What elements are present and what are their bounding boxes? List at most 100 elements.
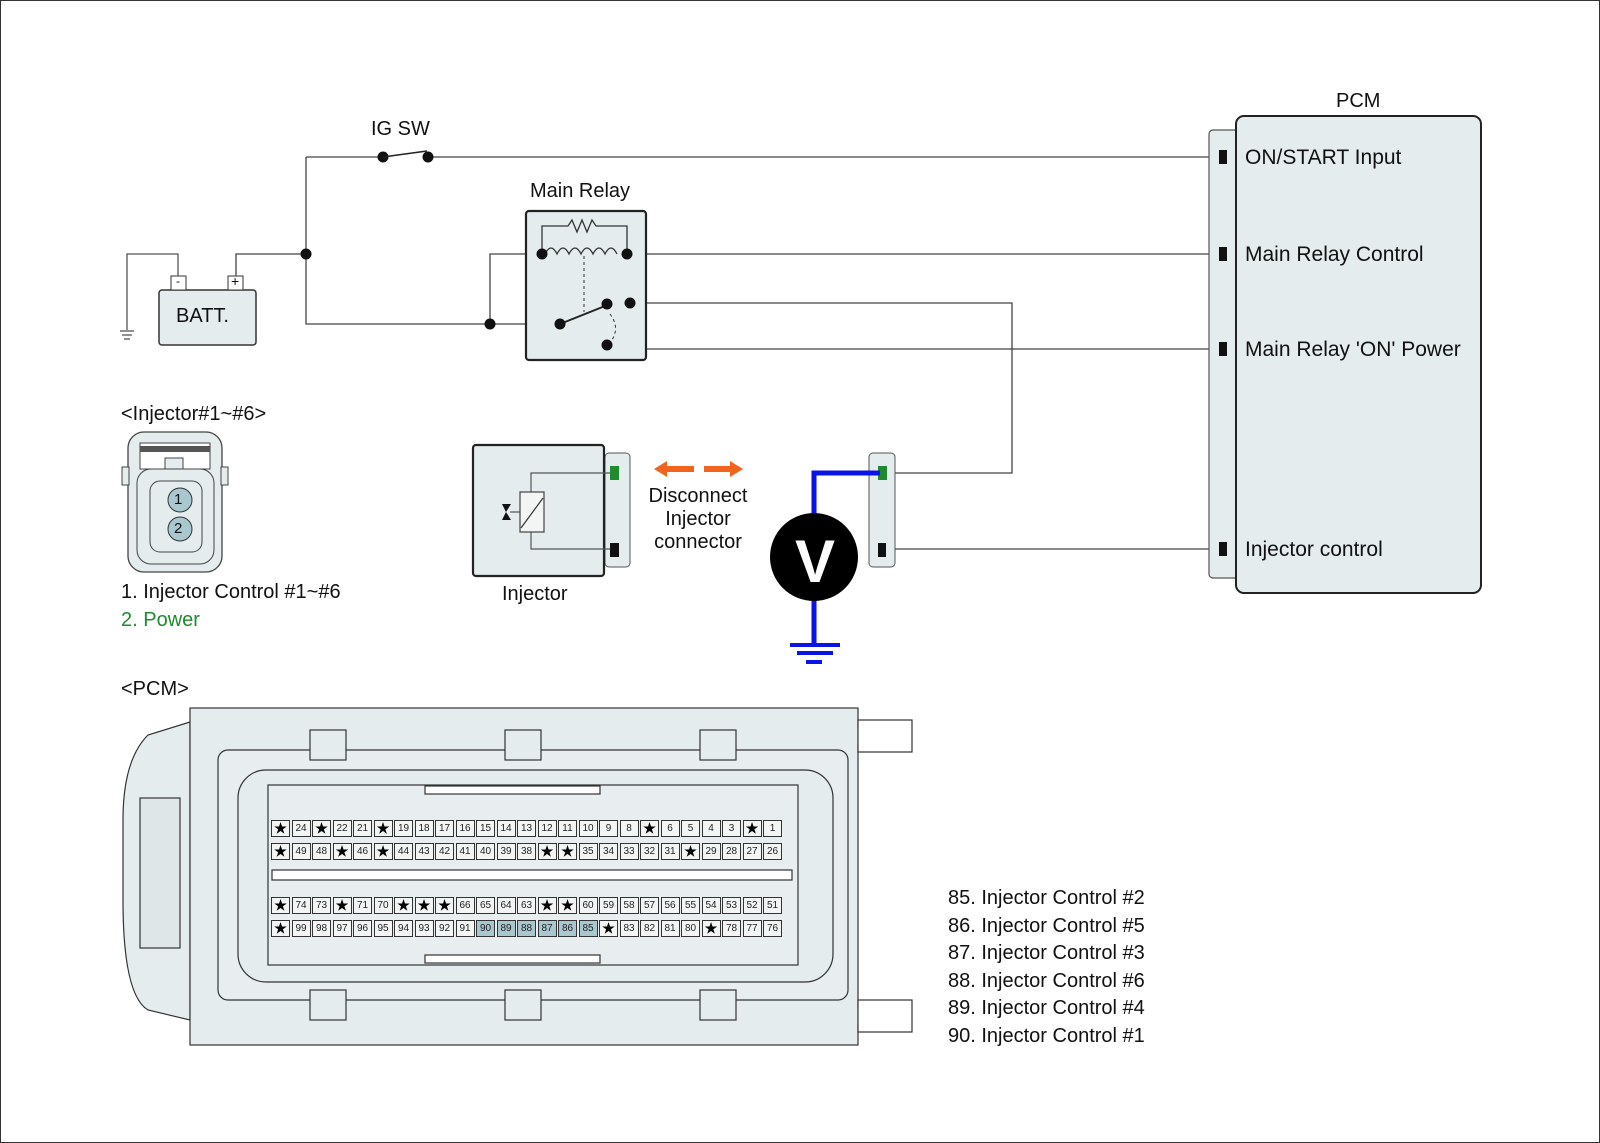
pin-legend-item: 86. Injector Control #5 (948, 914, 1145, 937)
pcm-pin-46: 46 (353, 843, 372, 860)
pcm-pin-8: 8 (619, 820, 639, 837)
pcm-block-title: PCM (1336, 90, 1381, 112)
pcm-block (1208, 115, 1482, 594)
pin-legend-item: 89. Injector Control #4 (948, 997, 1145, 1019)
pcm-pin-49: 49 (291, 843, 311, 860)
pcm-pin-58: 58 (619, 897, 639, 914)
pcm-pin-34: 34 (599, 843, 618, 860)
pcm-pin-92: 92 (435, 920, 454, 937)
pcm-pin-95: 95 (373, 920, 393, 937)
pcm-pin-59: 59 (599, 897, 618, 914)
pcm-pin-unused: ★ (312, 820, 331, 837)
pcm-pin-unused: ★ (271, 897, 290, 914)
pcm-pin-unused: ★ (394, 897, 413, 914)
pcm-pin-56: 56 (660, 897, 680, 914)
pcm-pin-99: 99 (291, 920, 311, 937)
pcm-pin-82: 82 (640, 920, 659, 937)
battery (158, 275, 257, 346)
injector-legend-2: 2. Power (121, 609, 200, 631)
pin-legend-item: 88. Injector Control #6 (948, 969, 1145, 992)
pcm-pin-93: 93 (414, 920, 434, 937)
pcm-connector-housing (122, 707, 913, 1046)
pcm-pin-32: 32 (640, 843, 659, 860)
pcm-pin-91: 91 (455, 920, 475, 937)
pcm-pin-78: 78 (722, 920, 741, 937)
pcm-pin-28: 28 (722, 843, 741, 860)
pcm-pin-76: 76 (763, 920, 782, 937)
pcm-pin-43: 43 (414, 843, 434, 860)
pcm-pin-73: 73 (312, 897, 331, 914)
main-relay (524, 209, 648, 362)
pcm-pin-1: 1 (763, 820, 782, 837)
pcm-pin-9: 9 (599, 820, 618, 837)
pcm-pin-80: 80 (681, 920, 700, 937)
pcm-pin-unused: ★ (435, 897, 454, 914)
pcm-pin-97: 97 (332, 920, 352, 937)
pcm-pin-unused: ★ (701, 920, 721, 937)
pcm-pin-42: 42 (435, 843, 454, 860)
pcm-pin-unused: ★ (271, 920, 290, 937)
pcm-terminal-injector-control: Injector control (1245, 538, 1383, 561)
pcm-terminal-on-start-input: ON/START Input (1245, 146, 1402, 169)
battery-ground-icon (120, 253, 179, 340)
battery-label: BATT. (176, 305, 229, 327)
pcm-pin-88: 88 (517, 920, 536, 937)
injector-pin-1: 1 (174, 491, 183, 508)
pcm-pin-3: 3 (722, 820, 741, 837)
pcm-pin-5: 5 (681, 820, 700, 837)
pcm-pin-unused: ★ (537, 897, 557, 914)
ig-switch-label: IG SW (371, 118, 430, 140)
pcm-pin-96: 96 (353, 920, 372, 937)
pcm-pin-89: 89 (496, 920, 516, 937)
pcm-pin-65: 65 (476, 897, 495, 914)
pcm-pin-35: 35 (578, 843, 598, 860)
voltmeter-icon (770, 470, 880, 664)
pcm-pin-unused: ★ (373, 820, 393, 837)
pcm-pin-18: 18 (414, 820, 434, 837)
pcm-pin-4: 4 (701, 820, 721, 837)
pcm-pin-83: 83 (619, 920, 639, 937)
pcm-pin-24: 24 (291, 820, 311, 837)
pcm-pin-33: 33 (619, 843, 639, 860)
disconnect-note-line: Disconnect (648, 485, 748, 507)
pcm-pin-unused: ★ (599, 920, 618, 937)
pcm-pin-10: 10 (578, 820, 598, 837)
pcm-pin-legend: 85. Injector Control #2 86. Injector Con… (948, 885, 1145, 1050)
pcm-pin-48: 48 (312, 843, 331, 860)
pcm-pin-31: 31 (660, 843, 680, 860)
pcm-pin-unused: ★ (640, 820, 659, 837)
pcm-pin-55: 55 (681, 897, 700, 914)
pcm-pin-12: 12 (537, 820, 557, 837)
pcm-pin-21: 21 (353, 820, 372, 837)
pcm-pin-87: 87 (537, 920, 557, 937)
pcm-pin-60: 60 (578, 897, 598, 914)
harness-connector (868, 452, 896, 568)
battery-positive-label: + (231, 273, 240, 289)
injector-component (471, 443, 631, 578)
pcm-pin-22: 22 (332, 820, 352, 837)
pcm-pin-51: 51 (763, 897, 782, 914)
pcm-pin-63: 63 (517, 897, 536, 914)
injector-label: Injector (502, 583, 568, 605)
pcm-pin-38: 38 (517, 843, 536, 860)
pcm-pin-86: 86 (558, 920, 577, 937)
pcm-pin-unused: ★ (537, 843, 557, 860)
pcm-pin-71: 71 (353, 897, 372, 914)
pcm-pin-17: 17 (435, 820, 454, 837)
pin-legend-item: 87. Injector Control #3 (948, 942, 1145, 964)
pcm-pin-14: 14 (496, 820, 516, 837)
pcm-pin-77: 77 (742, 920, 762, 937)
pcm-pin-unused: ★ (271, 820, 290, 837)
pcm-pin-unused: ★ (681, 843, 700, 860)
battery-negative-label: - (176, 274, 180, 288)
pcm-pin-unused: ★ (271, 843, 290, 860)
pcm-pin-81: 81 (660, 920, 680, 937)
disconnect-note-line: Injector (665, 508, 731, 530)
pcm-pin-54: 54 (701, 897, 721, 914)
pin-legend-item: 90. Injector Control #1 (948, 1024, 1145, 1047)
pcm-connector-title: <PCM> (121, 678, 189, 700)
injector-connector-face (121, 431, 229, 573)
pcm-pin-unused: ★ (332, 843, 352, 860)
pcm-pin-74: 74 (291, 897, 311, 914)
injector-legend-1: 1. Injector Control #1~#6 (121, 581, 341, 603)
